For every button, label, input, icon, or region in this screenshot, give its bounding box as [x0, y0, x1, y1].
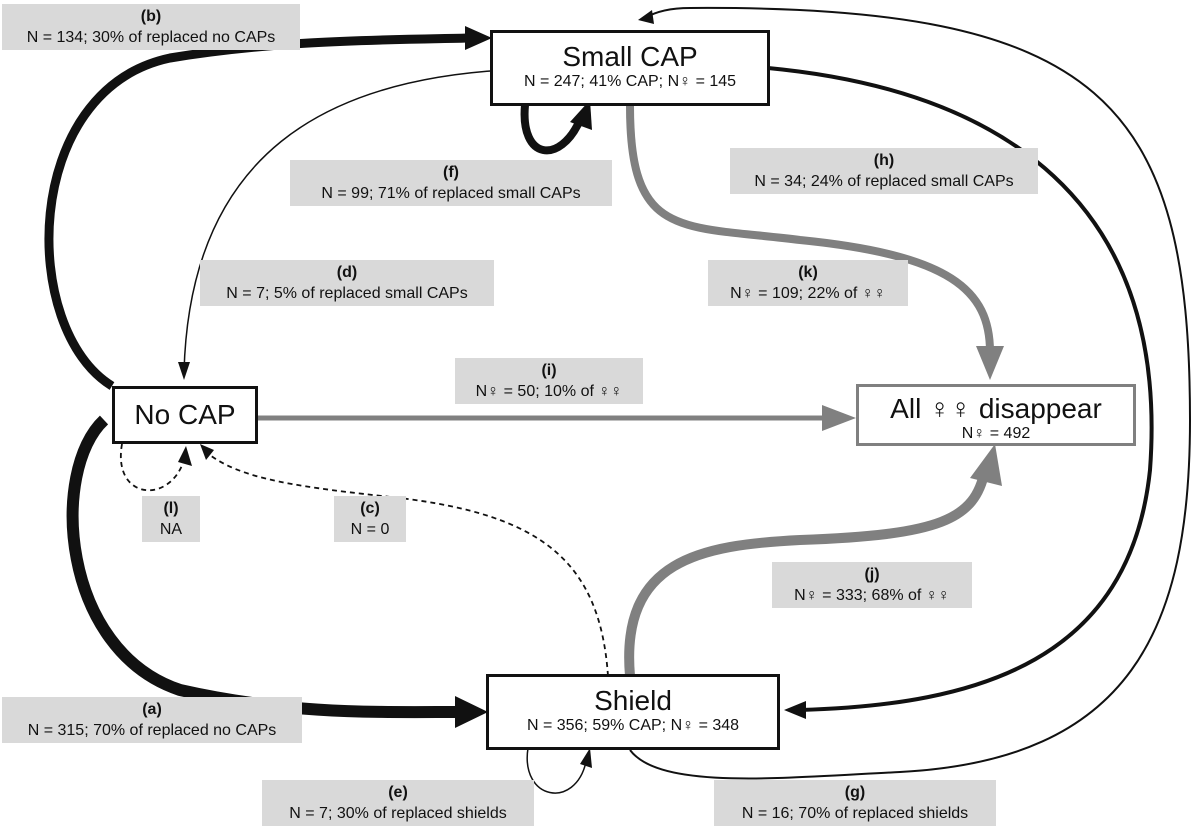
node-disappear-stats: N♀ = 492 — [961, 425, 1031, 442]
label-g-text: N = 16; 70% of replaced shields — [741, 805, 969, 822]
label-h-text: N = 34; 24% of replaced small CAPs — [754, 173, 1014, 190]
label-b-text: N = 134; 30% of replaced no CAPs — [26, 29, 276, 46]
label-a-text: N = 315; 70% of replaced no CAPs — [27, 722, 277, 739]
edge-a-head — [455, 696, 488, 728]
edge-a — [66, 415, 461, 719]
node-shield-stats: N = 356; 59% CAP; N♀ = 348 — [526, 717, 740, 734]
label-e-text: N = 7; 30% of replaced shields — [289, 805, 507, 822]
edge-c — [205, 451, 609, 677]
node-small-cap-title: Small CAP — [562, 41, 698, 72]
node-shield: Shield N = 356; 59% CAP; N♀ = 348 — [486, 674, 780, 750]
label-d: (d) N = 7; 5% of replaced small CAPs — [200, 260, 494, 306]
edge-e-head — [580, 748, 592, 768]
edge-h-head — [784, 701, 806, 719]
label-j-text: N♀ = 333; 68% of ♀♀ — [794, 587, 950, 604]
edge-k — [626, 105, 994, 353]
label-g: (g) N = 16; 70% of replaced shields — [714, 780, 996, 826]
label-c-text: N = 0 — [350, 521, 390, 538]
edge-j — [624, 468, 990, 677]
label-d-text: N = 7; 5% of replaced small CAPs — [226, 285, 468, 302]
label-h: (h) N = 34; 24% of replaced small CAPs — [730, 148, 1038, 194]
edge-f — [520, 104, 584, 155]
edge-b — [44, 33, 471, 390]
edge-l — [119, 443, 185, 492]
edge-k-head — [976, 346, 1004, 380]
label-c-tag: (c) — [360, 500, 380, 517]
label-k-text: N♀ = 109; 22% of ♀♀ — [730, 285, 886, 302]
label-k: (k) N♀ = 109; 22% of ♀♀ — [708, 260, 908, 306]
label-b-tag: (b) — [140, 8, 162, 25]
label-i-tag: (i) — [541, 362, 557, 379]
label-l-text: NA — [159, 521, 183, 538]
node-no-cap-title: No CAP — [134, 399, 236, 430]
label-f-text: N = 99; 71% of replaced small CAPs — [321, 185, 581, 202]
label-c: (c) N = 0 — [334, 496, 406, 542]
label-h-tag: (h) — [873, 152, 895, 169]
edge-l-head — [178, 446, 192, 466]
label-i: (i) N♀ = 50; 10% of ♀♀ — [455, 358, 643, 404]
label-a: (a) N = 315; 70% of replaced no CAPs — [2, 697, 302, 743]
label-a-tag: (a) — [142, 701, 162, 718]
edge-j-head — [970, 444, 1002, 486]
label-f-tag: (f) — [443, 164, 459, 181]
label-e-tag: (e) — [388, 784, 408, 801]
label-l: (l) NA — [142, 496, 200, 542]
label-g-tag: (g) — [844, 784, 866, 801]
edge-d-head — [178, 362, 190, 380]
edge-c-head — [200, 444, 214, 460]
label-j: (j) N♀ = 333; 68% of ♀♀ — [772, 562, 972, 608]
label-k-tag: (k) — [798, 264, 818, 281]
edge-d — [183, 69, 506, 373]
node-all-females-disappear: All ♀♀ disappear N♀ = 492 — [856, 384, 1136, 446]
edge-g-head — [638, 10, 654, 24]
node-shield-title: Shield — [594, 685, 672, 716]
edge-e — [526, 747, 587, 794]
label-l-tag: (l) — [163, 500, 179, 517]
node-small-cap-stats: N = 247; 41% CAP; N♀ = 145 — [523, 73, 737, 90]
label-d-tag: (d) — [336, 264, 358, 281]
label-j-tag: (j) — [864, 566, 880, 583]
label-f: (f) N = 99; 71% of replaced small CAPs — [290, 160, 612, 206]
edge-g — [629, 6, 1192, 780]
label-i-text: N♀ = 50; 10% of ♀♀ — [475, 383, 623, 400]
edge-f-head — [570, 100, 592, 130]
node-small-cap: Small CAP N = 247; 41% CAP; N♀ = 145 — [490, 30, 770, 106]
label-b: (b) N = 134; 30% of replaced no CAPs — [2, 4, 300, 50]
node-no-cap: No CAP — [112, 386, 258, 444]
node-disappear-title: All ♀♀ disappear — [890, 393, 1102, 424]
label-e: (e) N = 7; 30% of replaced shields — [262, 780, 534, 826]
edge-b-head — [465, 26, 492, 50]
edge-h — [767, 66, 1154, 712]
edge-i-head — [822, 405, 856, 431]
